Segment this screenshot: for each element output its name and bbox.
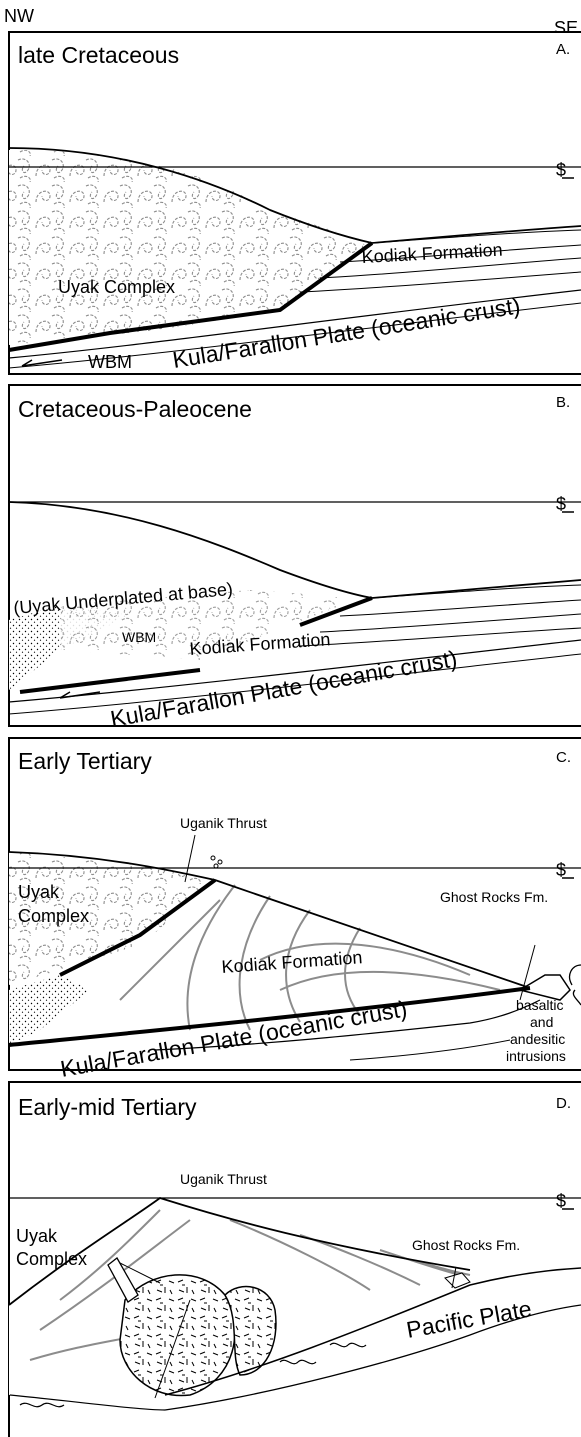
intrusions-label-c-1: basaltic [516,997,563,1013]
intrusions-label-c-4: intrusions [506,1048,566,1064]
uyak-label-c-1: Uyak [18,882,60,902]
panel-d-title: Early-mid Tertiary [18,1094,197,1120]
panel-a-letter: A. [556,41,570,58]
ghost-label-c: Ghost Rocks Fm. [440,889,548,905]
panel-d-letter: D. [556,1095,571,1112]
nw-label: NW [4,6,34,26]
uyak-label-d-2: Complex [16,1249,87,1269]
sea-level-symbol-a: $ [556,160,566,180]
panel-b-title: Cretaceous-Paleocene [18,396,252,422]
panel-b-letter: B. [556,394,570,411]
uyak-label-d-1: Uyak [16,1226,58,1246]
ghost-label-d: Ghost Rocks Fm. [412,1237,520,1253]
panel-a: late Cretaceous A. $ Uyak Complex Kodiak… [9,32,581,374]
uganik-thrust-label-d: Uganik Thrust [180,1171,267,1187]
sea-level-symbol-d: $ [556,1191,566,1211]
panel-a-title: late Cretaceous [18,42,179,68]
panel-c-letter: C. [556,749,571,766]
panel-c-title: Early Tertiary [18,748,152,774]
intrusions-label-c-3: andesitic [510,1031,565,1047]
uganik-thrust-label-c: Uganik Thrust [180,815,267,831]
sea-level-symbol-c: $ [556,860,566,880]
uyak-label-c-2: Complex [18,906,89,926]
sea-level-symbol-b: $ [556,494,566,514]
panel-c: Early Tertiary C. $ Uganik Thrust Uyak C… [9,738,581,1082]
wbm-label-a: WBM [88,352,132,372]
wbm-label-b: WBM [122,629,156,645]
panel-b: Cretaceous-Paleocene B. $ (Uyak Underpla… [9,385,581,732]
intrusions-label-c-2: and [530,1014,553,1030]
panel-d: Early-mid Tertiary D. $ Uganik Thrust Uy… [9,1082,581,1437]
uyak-label-a: Uyak Complex [58,277,175,297]
